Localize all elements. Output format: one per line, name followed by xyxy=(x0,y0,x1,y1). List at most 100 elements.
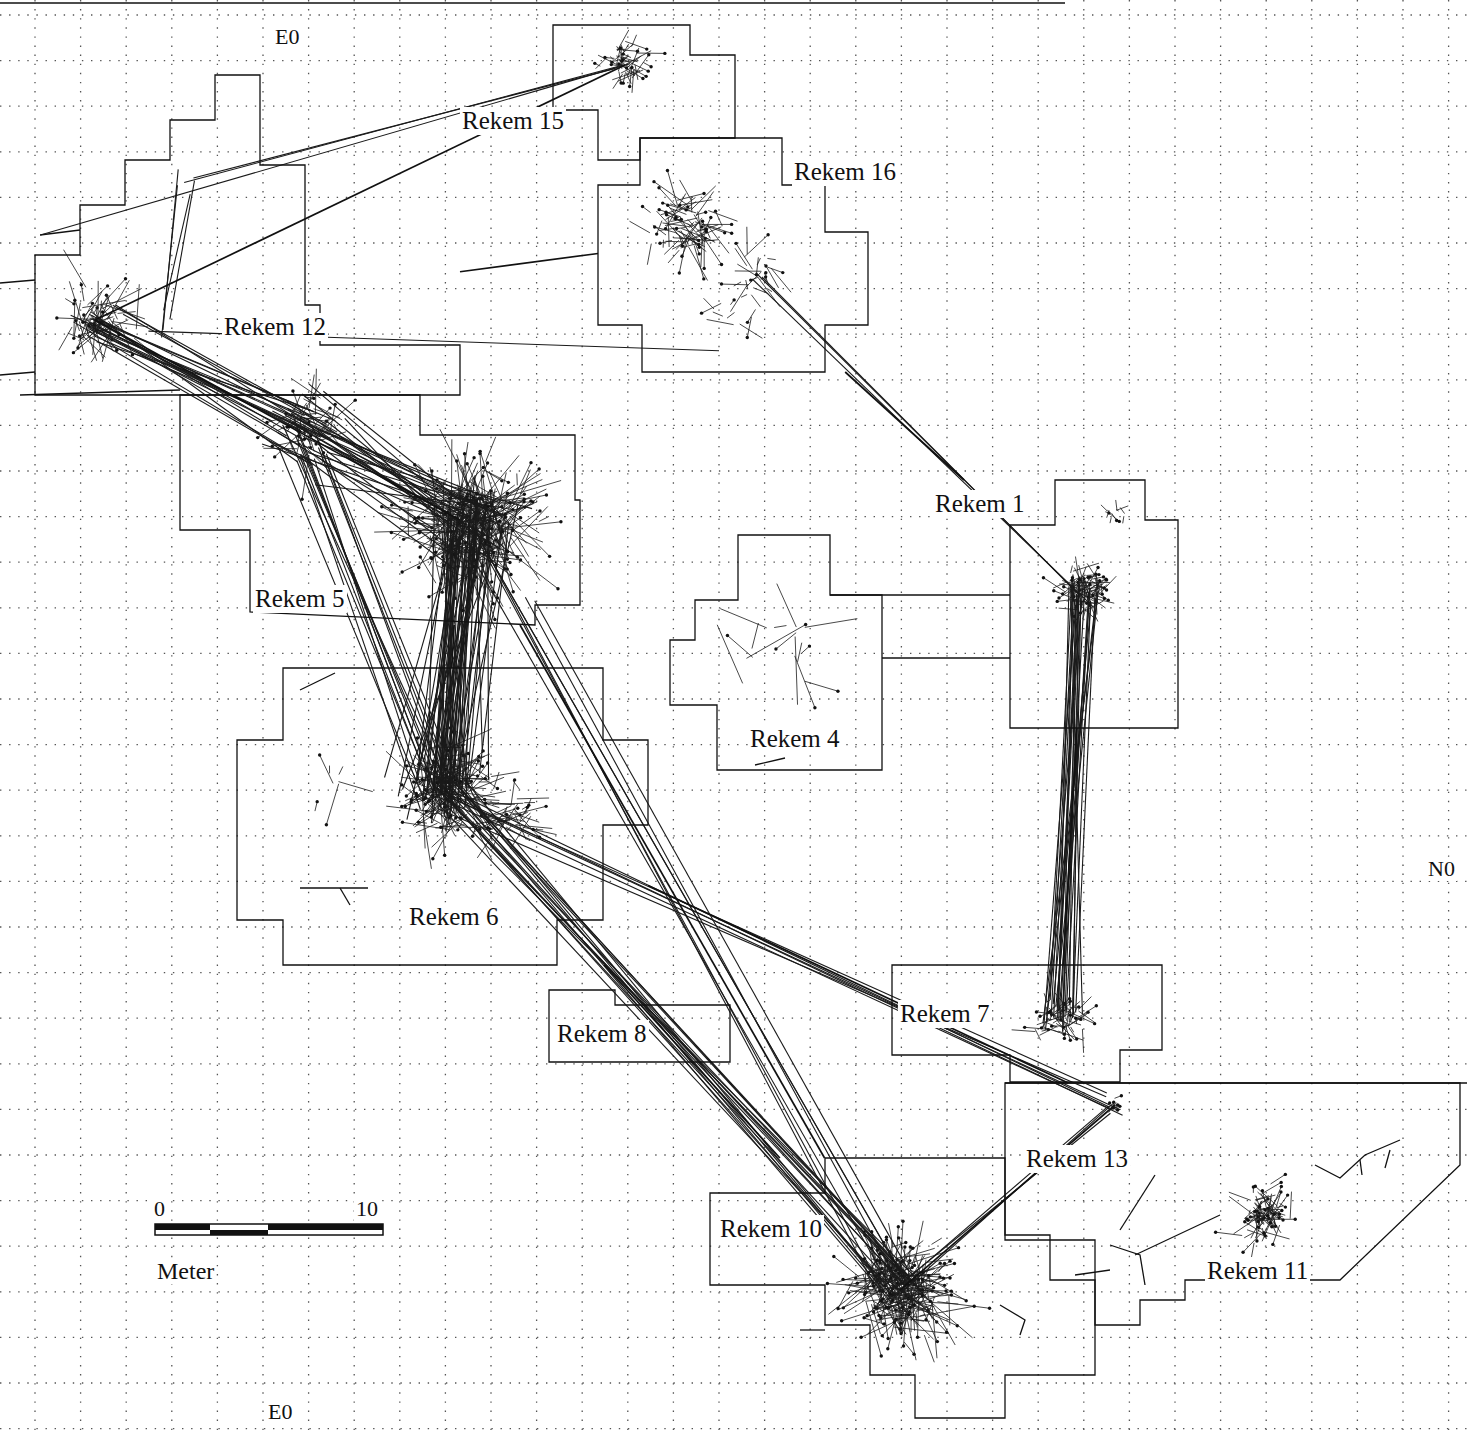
artefact-dot xyxy=(883,1322,886,1325)
artefact-dot xyxy=(899,1321,902,1324)
artefact-dot xyxy=(1057,596,1060,599)
refit-line xyxy=(1116,506,1128,510)
grid-line xyxy=(262,0,263,1434)
grid-line xyxy=(0,607,1467,608)
artefact-dot xyxy=(619,81,622,84)
grid-line xyxy=(0,1428,1467,1429)
refit-line xyxy=(805,619,858,628)
refit-line xyxy=(524,802,535,803)
refit-line xyxy=(618,49,625,50)
grid-line xyxy=(0,516,1467,517)
refit-line xyxy=(491,772,519,777)
artefact-dot xyxy=(1118,1105,1121,1108)
grid-line xyxy=(490,0,491,1434)
trench-line xyxy=(1385,1150,1390,1168)
refit-line xyxy=(685,224,697,237)
refit-line xyxy=(1116,500,1117,510)
refit-line xyxy=(513,781,520,790)
artefact-dot xyxy=(1038,1015,1041,1018)
artefact-dot xyxy=(1096,566,1099,569)
grid-line xyxy=(0,151,1467,152)
artefact-dot xyxy=(312,397,315,400)
refit-line xyxy=(1107,510,1109,517)
artefact-dot xyxy=(686,205,689,208)
artefact-dot xyxy=(813,706,816,709)
refit-line xyxy=(664,240,679,254)
artefact-dot xyxy=(1063,1037,1066,1040)
refit-line xyxy=(747,317,751,338)
refit-line xyxy=(433,818,455,859)
artefact-dot xyxy=(644,75,647,78)
artefact-dot xyxy=(943,1284,946,1287)
refit-line xyxy=(676,217,694,236)
refit-line xyxy=(690,186,715,211)
refit-line xyxy=(681,228,708,238)
artefact-dot xyxy=(698,252,701,255)
artefact-dot xyxy=(463,452,466,455)
artefact-dot xyxy=(106,284,109,287)
refit-line xyxy=(630,221,650,233)
artefact-dot xyxy=(885,1306,888,1309)
refit-line xyxy=(703,224,732,225)
grid-line xyxy=(1083,0,1084,1434)
artefact-dot xyxy=(481,764,484,767)
grid-line xyxy=(1038,0,1039,1434)
refit-line xyxy=(888,1319,896,1349)
artefact-dot xyxy=(702,267,705,270)
artefact-dot xyxy=(490,580,493,583)
grid-line xyxy=(0,470,1467,471)
artefact-dot xyxy=(647,53,650,56)
artefact-dot xyxy=(1023,1026,1026,1029)
trench-line xyxy=(300,673,335,690)
artefact-dot xyxy=(709,216,712,219)
refit-line xyxy=(490,474,540,506)
refit-line xyxy=(677,193,704,200)
artefact-dot xyxy=(404,805,407,808)
refit-line xyxy=(628,48,639,76)
artefact-dot xyxy=(774,647,777,650)
refit-line xyxy=(932,1302,937,1358)
artefact-dot xyxy=(405,794,408,797)
artefact-dot xyxy=(516,807,519,810)
grid-line xyxy=(34,0,35,1434)
trench-line xyxy=(800,1329,825,1330)
artefact-dot xyxy=(746,321,749,324)
artefact-dot xyxy=(862,1316,865,1319)
refit-line xyxy=(1123,516,1124,523)
artefact-dot xyxy=(945,1330,948,1333)
refit-line xyxy=(493,480,542,501)
grid-line xyxy=(171,0,172,1434)
refit-line xyxy=(655,227,677,233)
artefact-dot xyxy=(746,336,749,339)
refit-line xyxy=(1012,1030,1036,1032)
refit-line xyxy=(495,803,523,805)
refit-line xyxy=(1079,997,1092,1010)
refit-line xyxy=(98,281,99,321)
artefact-dot xyxy=(655,232,658,235)
artefact-dot xyxy=(901,1219,904,1222)
grid-line xyxy=(0,1382,1467,1383)
artefact-dot xyxy=(1056,600,1059,603)
artefact-dot xyxy=(400,570,403,573)
refit-line xyxy=(665,218,698,226)
refit-line xyxy=(897,1241,923,1262)
refit-line xyxy=(1097,576,1116,596)
trench-line xyxy=(1315,1140,1400,1178)
artefact-dot xyxy=(1069,1039,1072,1042)
artefact-dot xyxy=(72,351,75,354)
refit-line xyxy=(914,1305,950,1320)
refit-line xyxy=(659,188,676,206)
grid-line xyxy=(0,197,1467,198)
artefact-dot xyxy=(548,555,551,558)
refit-line xyxy=(774,626,786,628)
refit-line xyxy=(734,282,741,286)
artefact-dot xyxy=(101,310,104,313)
refit-line xyxy=(1077,1006,1096,1018)
refit-line xyxy=(440,429,469,486)
artefact-dot xyxy=(641,77,644,80)
refit-line xyxy=(1077,601,1095,604)
refit-line xyxy=(663,240,664,248)
refit-line xyxy=(746,280,748,289)
refit-line xyxy=(694,215,702,227)
artefact-dot xyxy=(1280,1185,1283,1188)
